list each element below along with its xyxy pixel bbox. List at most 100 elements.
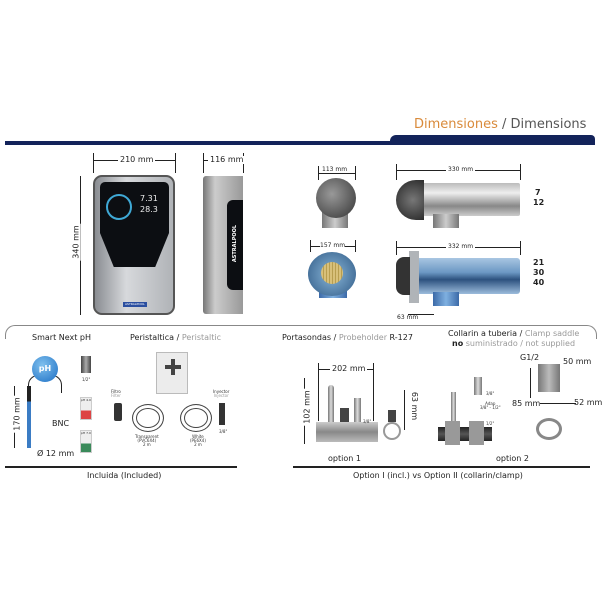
large-cell-model-30: 30 [533, 268, 545, 277]
adapter-bottom-size: 1/2" [486, 421, 495, 426]
probe-length: 170 mm [12, 395, 22, 433]
clamp-width: 50 mm [563, 357, 592, 366]
tube2-spec: (PE6X4) [190, 438, 206, 443]
probeholder-thread: 3/8" [363, 419, 372, 424]
small-cell-outlet [433, 214, 459, 228]
controller-display: 7.31 28.3 [100, 182, 169, 267]
clamp-height: 85 mm [512, 399, 541, 408]
injector-icon [219, 403, 225, 425]
no-label: no [452, 339, 464, 348]
bnc-label: BNC [52, 419, 70, 428]
adapter-top-size: 3/8" [486, 391, 495, 396]
option2-label: option 2 [496, 454, 529, 463]
adapter-size: 3/8" - 1/2" [480, 405, 501, 410]
injector-en: Injector [213, 393, 229, 398]
pump-title-en: Peristaltic [181, 333, 222, 342]
fitting-size: 1/2" [82, 377, 91, 382]
header-bar [5, 141, 595, 145]
small-cell-length: 330 mm [446, 166, 476, 173]
probeholder-probe [328, 385, 334, 422]
peristaltic-pump [156, 352, 188, 394]
controller-side: ASTRALPOOL [203, 176, 243, 314]
probeholder-title: Portasondas / Probeholder R-127 [282, 333, 413, 342]
ph-probe [27, 386, 31, 448]
large-cell-model-40: 40 [533, 278, 545, 287]
adapter-name: Adap [485, 401, 496, 406]
buffer-label-7: pH 7.0 [81, 431, 91, 435]
small-cell-diameter: 113 mm [322, 166, 348, 173]
gauge-ring [106, 194, 132, 220]
clamp-thread: G1/2 [520, 353, 540, 362]
tube-white-label: White(PE6X4)2 m [190, 435, 206, 447]
large-cell-length: 332 mm [446, 243, 476, 250]
ph-badge-label: pH [38, 364, 52, 373]
header-bar-tab [390, 135, 595, 145]
included-divider [5, 466, 237, 468]
ph-title: Smart Next pH [32, 333, 92, 342]
large-cell-flange [409, 251, 419, 303]
small-cell-model-7: 7 [535, 188, 541, 197]
pipe-size: 63 mm [410, 389, 420, 423]
ph-badge: pH [32, 356, 58, 382]
clamp-block [538, 364, 560, 392]
not-supplied: no suministrado / not supplied [452, 340, 575, 348]
clamp-ring [536, 418, 562, 440]
injector-es: Inyector [213, 389, 230, 394]
tube-transparent-label: Transparent(PVC6X4)2 m [135, 435, 159, 447]
clamp-saddle-2 [469, 421, 484, 445]
title-sep: / [497, 117, 511, 132]
small-cell-model-12: 12 [533, 198, 545, 207]
side-brand: ASTRALPOOL [232, 224, 239, 263]
large-cell-model-21: 21 [533, 258, 545, 267]
buffer-bottle-4: pH 4.0 [80, 397, 92, 420]
tube2-name: White [192, 434, 204, 439]
page-title: Dimensiones / Dimensions [414, 118, 586, 131]
display-temp: 28.3 [140, 205, 158, 214]
title-es: Dimensiones [414, 117, 498, 132]
buffer-bottle-7: pH 7.0 [80, 430, 92, 453]
controller-front: 7.31 28.3 ASTRALPOOL [93, 175, 175, 315]
option1-label: option 1 [328, 454, 361, 463]
pump-title: Peristaltica / Peristaltic [130, 333, 222, 342]
clamp-en: Clamp saddle [524, 329, 580, 338]
tube-coil-white [180, 404, 212, 432]
large-cell-front [308, 252, 356, 296]
large-cell-body [405, 258, 520, 294]
filter-en: Filter [111, 393, 121, 398]
buffer-label-4: pH 4.0 [81, 398, 91, 402]
filter-es: Filtro [111, 389, 121, 394]
tube-coil-transparent [132, 404, 164, 432]
probeholder-width: 202 mm [330, 364, 368, 373]
probeholder-en: Probeholder [338, 333, 387, 342]
clamp-saddle-1 [445, 421, 460, 445]
accessories-frame [5, 325, 597, 339]
small-cell-body [410, 183, 520, 216]
large-cell-diameter: 157 mm [320, 242, 346, 249]
small-cell-ball [316, 178, 356, 218]
probeholder-fitting [354, 398, 361, 422]
brand-badge: ASTRALPOOL [123, 302, 147, 307]
filter-icon [114, 403, 122, 421]
included-label: Incluida (Included) [87, 471, 162, 480]
options-label: Option I (incl.) vs Option II (collarin/… [353, 471, 523, 480]
probeholder-pipe [316, 422, 378, 442]
clamp-title: Collarin a tuberia / Clamp saddle [448, 329, 580, 338]
title-en: Dimensions [510, 117, 587, 132]
clamp-probe [451, 392, 456, 424]
probe-diameter: Ø 12 mm [37, 449, 75, 458]
tube1-spec: (PVC6X4) [137, 438, 157, 443]
pipe-clamp-cap [388, 410, 396, 422]
fitting-icon [81, 356, 91, 373]
injector-size: 3/8" [219, 429, 228, 434]
large-cell-outlet-size: 63 mm [397, 314, 419, 321]
options-divider [293, 466, 590, 468]
pipe-clamp-ring [383, 422, 401, 440]
display-ph: 7.31 [140, 194, 158, 203]
controller-width: 210 mm [118, 155, 156, 164]
controller-height: 340 mm [71, 223, 81, 261]
clamp-es: Collarin a tuberia [448, 329, 518, 338]
controller-depth: 116 mm [208, 155, 246, 164]
